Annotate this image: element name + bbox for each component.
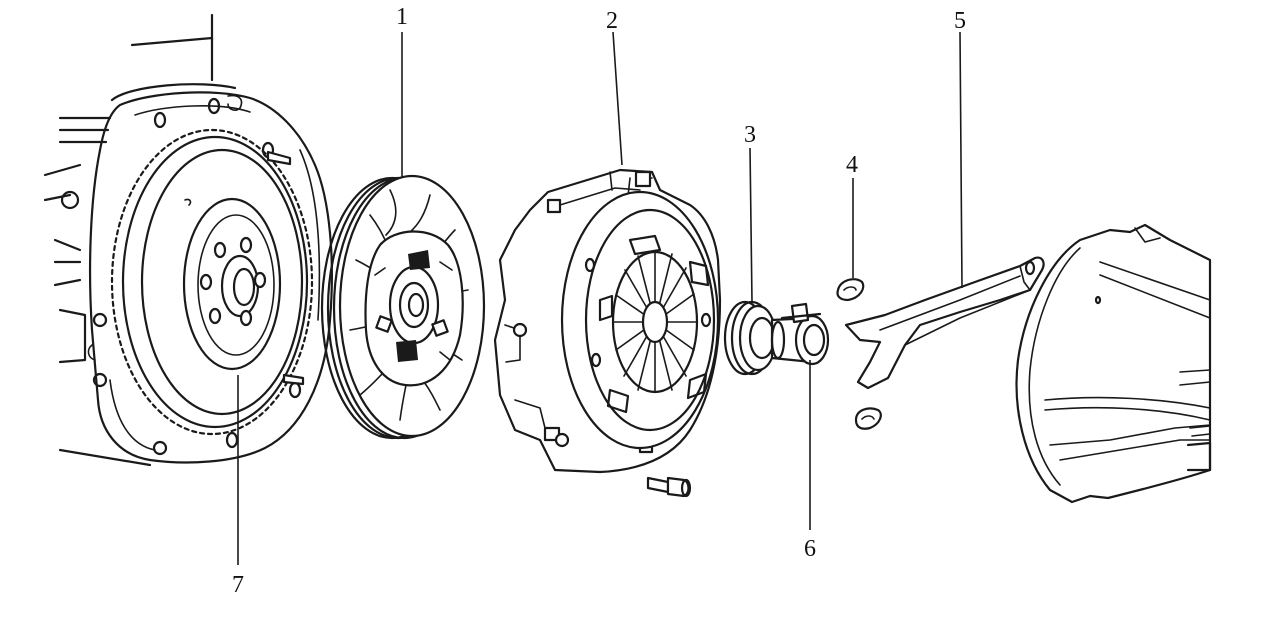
callout-6: 6 (804, 536, 816, 562)
leader-3 (749, 147, 753, 303)
callout-3: 3 (744, 122, 756, 148)
clutch-disc (320, 174, 486, 440)
callout-7: 7 (232, 572, 244, 598)
callout-labels: 1 2 3 4 5 6 7 (232, 4, 966, 598)
flywheel (110, 128, 314, 436)
retaining-clip-upper (836, 278, 865, 302)
release-fork (844, 256, 1045, 390)
cover-bolt (646, 476, 692, 498)
leader-2 (612, 31, 623, 166)
callout-2: 2 (606, 8, 618, 34)
leader-5 (959, 31, 963, 289)
callout-5: 5 (954, 8, 966, 34)
callout-1: 1 (396, 4, 408, 30)
transmission-housing (1015, 223, 1212, 504)
pressure-plate-cover (493, 168, 722, 474)
release-bearing (723, 300, 778, 376)
callout-4: 4 (846, 152, 858, 178)
engine-block-housing (43, 13, 333, 467)
retaining-clip-lower (854, 407, 882, 430)
bearing-sleeve (770, 302, 830, 366)
leader-lines (237, 31, 963, 565)
